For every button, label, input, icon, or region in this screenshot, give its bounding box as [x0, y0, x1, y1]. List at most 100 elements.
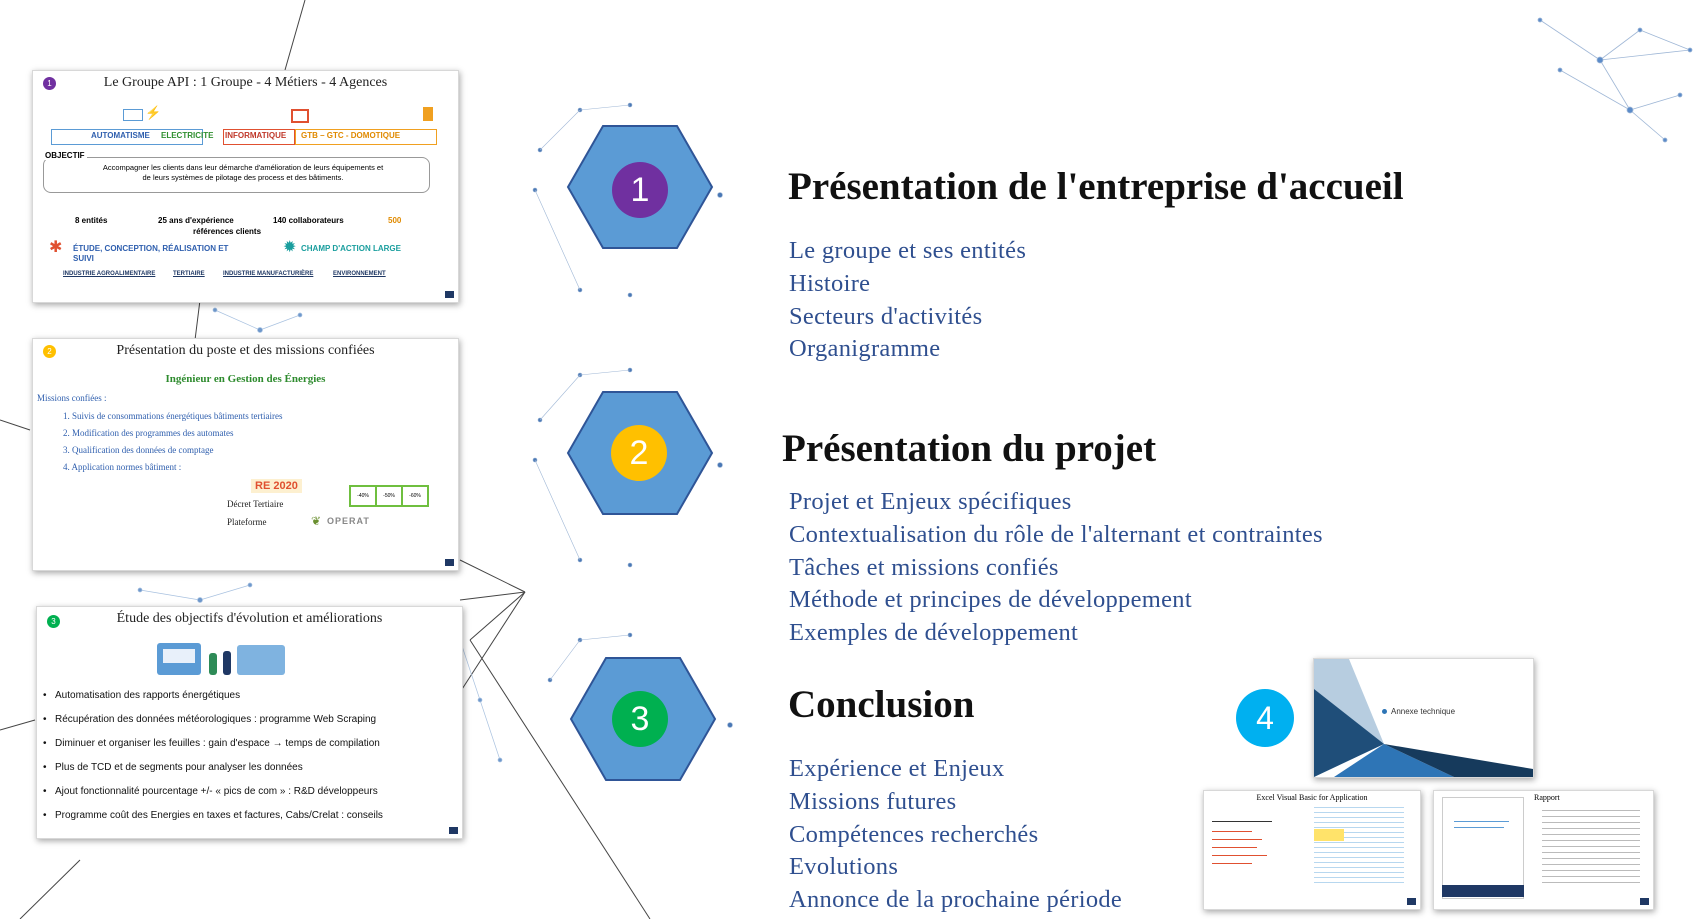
decret-label: Décret Tertiaire — [227, 499, 284, 509]
metier-label: ELECTRICITE — [161, 131, 214, 140]
re2020-label: RE 2020 — [251, 479, 302, 493]
section-item: Secteurs d'activités — [789, 302, 983, 330]
corner-logo-icon — [449, 827, 458, 834]
annexe-cover-label: Annexe technique — [1391, 707, 1456, 716]
lightning-icon: ⚡ — [145, 105, 162, 120]
service-label: SUIVI — [73, 254, 94, 263]
section-number-1: 1 — [612, 162, 668, 218]
rapport-table — [1542, 805, 1640, 885]
slide-badge: 2 — [43, 345, 56, 358]
section-item: Expérience et Enjeux — [789, 755, 1005, 782]
annexe-cover-thumbnail[interactable]: Annexe technique — [1313, 658, 1534, 778]
bullet-dot-icon — [1382, 709, 1387, 714]
metiers-box-red — [223, 129, 295, 145]
section-item: Méthode et principes de développement — [789, 586, 1192, 614]
building-icon — [423, 107, 433, 121]
slide-title: Le Groupe API : 1 Groupe - 4 Métiers - 4… — [103, 75, 388, 90]
section-number-2: 2 — [611, 425, 667, 481]
objective-bullet: Récupération des données météorologiques… — [55, 714, 377, 725]
operat-logo: OPERAT — [327, 516, 370, 526]
bullet-dot: • — [43, 810, 47, 821]
percent-box: -50% — [375, 485, 403, 507]
bullet-dot: • — [43, 762, 47, 773]
automation-icon — [123, 109, 143, 121]
objective-bullet: Automatisation des rapports énergétiques — [55, 690, 241, 701]
bullet-dot: • — [43, 690, 47, 701]
objectif-text: de leurs systèmes de pilotage des proces… — [142, 173, 344, 182]
corner-logo-icon — [445, 291, 454, 298]
section-title-2: Présentation du projet — [782, 427, 1157, 470]
mission-item: 2. Modification des programmes des autom… — [63, 428, 234, 438]
corner-logo-icon — [1640, 898, 1649, 905]
stat: références clients — [193, 227, 262, 236]
bullet-dot: • — [43, 786, 47, 797]
annexe-rapport-thumbnail[interactable]: Rapport — [1433, 790, 1654, 910]
section-title-1: Présentation de l'entreprise d'accueil — [788, 165, 1404, 208]
metiers-box-blue — [51, 129, 203, 145]
laptop-icon — [291, 109, 309, 123]
text-line — [1212, 863, 1252, 864]
sector-label: ENVIRONNEMENT — [333, 271, 386, 277]
leaf-icon: ❦ — [311, 514, 322, 528]
hexagon-network-decoration — [532, 102, 733, 728]
section-item: Missions futures — [789, 787, 957, 815]
plateforme-label: Plateforme — [227, 517, 267, 527]
missions-label: Missions confiées : — [37, 393, 107, 403]
metier-label: INFORMATIQUE — [225, 131, 287, 140]
metier-label: AUTOMATISME — [91, 131, 150, 140]
metiers-box-orange — [295, 129, 437, 145]
gear-icon: ✹ — [283, 239, 297, 256]
bullet-dot: • — [43, 714, 47, 725]
mission-item: 1. Suivis de consommations énergétiques … — [63, 411, 283, 421]
rapport-footer-bar — [1442, 885, 1524, 897]
section-item: Evolutions — [789, 853, 899, 881]
stat: 500 — [388, 216, 402, 225]
objectif-text: Accompagner les clients dans leur démarc… — [102, 163, 384, 172]
objective-bullet: Ajout fonctionnalité pourcentage +/- « p… — [55, 786, 378, 797]
text-line — [1212, 831, 1252, 832]
cover-graphic — [1314, 659, 1533, 777]
service-label: ÉTUDE, CONCEPTION, RÉALISATION ET — [73, 244, 229, 253]
computer-illustration — [237, 645, 285, 675]
slide-thumbnail-1[interactable]: 1 Le Groupe API : 1 Groupe - 4 Métiers -… — [32, 70, 459, 303]
section-number-3: 3 — [612, 691, 668, 747]
text-line — [1212, 847, 1257, 848]
text-line — [1454, 821, 1509, 822]
section-item: Projet et Enjeux spécifiques — [789, 488, 1072, 515]
objectif-label: OBJECTIF — [43, 151, 87, 160]
objective-bullet: Programme coût des Energies en taxes et … — [55, 810, 383, 821]
sector-label: INDUSTRIE MANUFACTURIÈRE — [223, 271, 314, 277]
slide-thumbnail-2[interactable]: 2 Présentation du poste et des missions … — [32, 338, 459, 571]
corner-logo-icon — [445, 559, 454, 566]
slide-badge: 3 — [47, 615, 60, 628]
section-item: Histoire — [789, 269, 871, 297]
objectif-box — [43, 157, 430, 193]
annexe-vba-thumbnail[interactable]: Excel Visual Basic for Application — [1203, 790, 1421, 910]
section-item: Le groupe et ses entités — [789, 237, 1027, 264]
slide-thumbnail-3[interactable]: 3 Étude des objectifs d'évolution et amé… — [36, 606, 463, 839]
section-item: Tâches et missions confiés — [789, 553, 1059, 581]
slide-badge: 1 — [43, 77, 56, 90]
text-line — [1212, 839, 1262, 840]
section-item: Contextualisation du rôle de l'alternant… — [789, 520, 1323, 548]
corner-logo-icon — [1407, 898, 1416, 905]
text-line — [1454, 827, 1504, 828]
vba-doc-title: Excel Visual Basic for Application — [1256, 793, 1368, 802]
text-line — [1212, 855, 1267, 856]
metier-label: GTB – GTC - DOMOTIQUE — [301, 131, 401, 140]
percent-box: -40% — [349, 485, 377, 507]
stat: 140 collaborateurs — [273, 216, 344, 225]
section-item: Exemples de développement — [789, 619, 1079, 647]
service-label: CHAMP D'ACTION LARGE — [301, 244, 401, 253]
code-block — [1314, 803, 1404, 883]
person-illustration — [209, 653, 217, 675]
section-item: Organigramme — [789, 335, 941, 363]
slide-title: Étude des objectifs d'évolution et améli… — [116, 611, 383, 626]
section-list-2: Projet et Enjeux spécifiques Contextuali… — [789, 486, 1323, 650]
code-highlight — [1314, 829, 1344, 841]
mission-item: 3. Qualification des données de comptage — [63, 445, 214, 455]
stat: 8 entités — [75, 216, 108, 225]
section-title-3: Conclusion — [788, 683, 975, 726]
role-title: Ingénieur en Gestion des Énergies — [165, 373, 326, 385]
